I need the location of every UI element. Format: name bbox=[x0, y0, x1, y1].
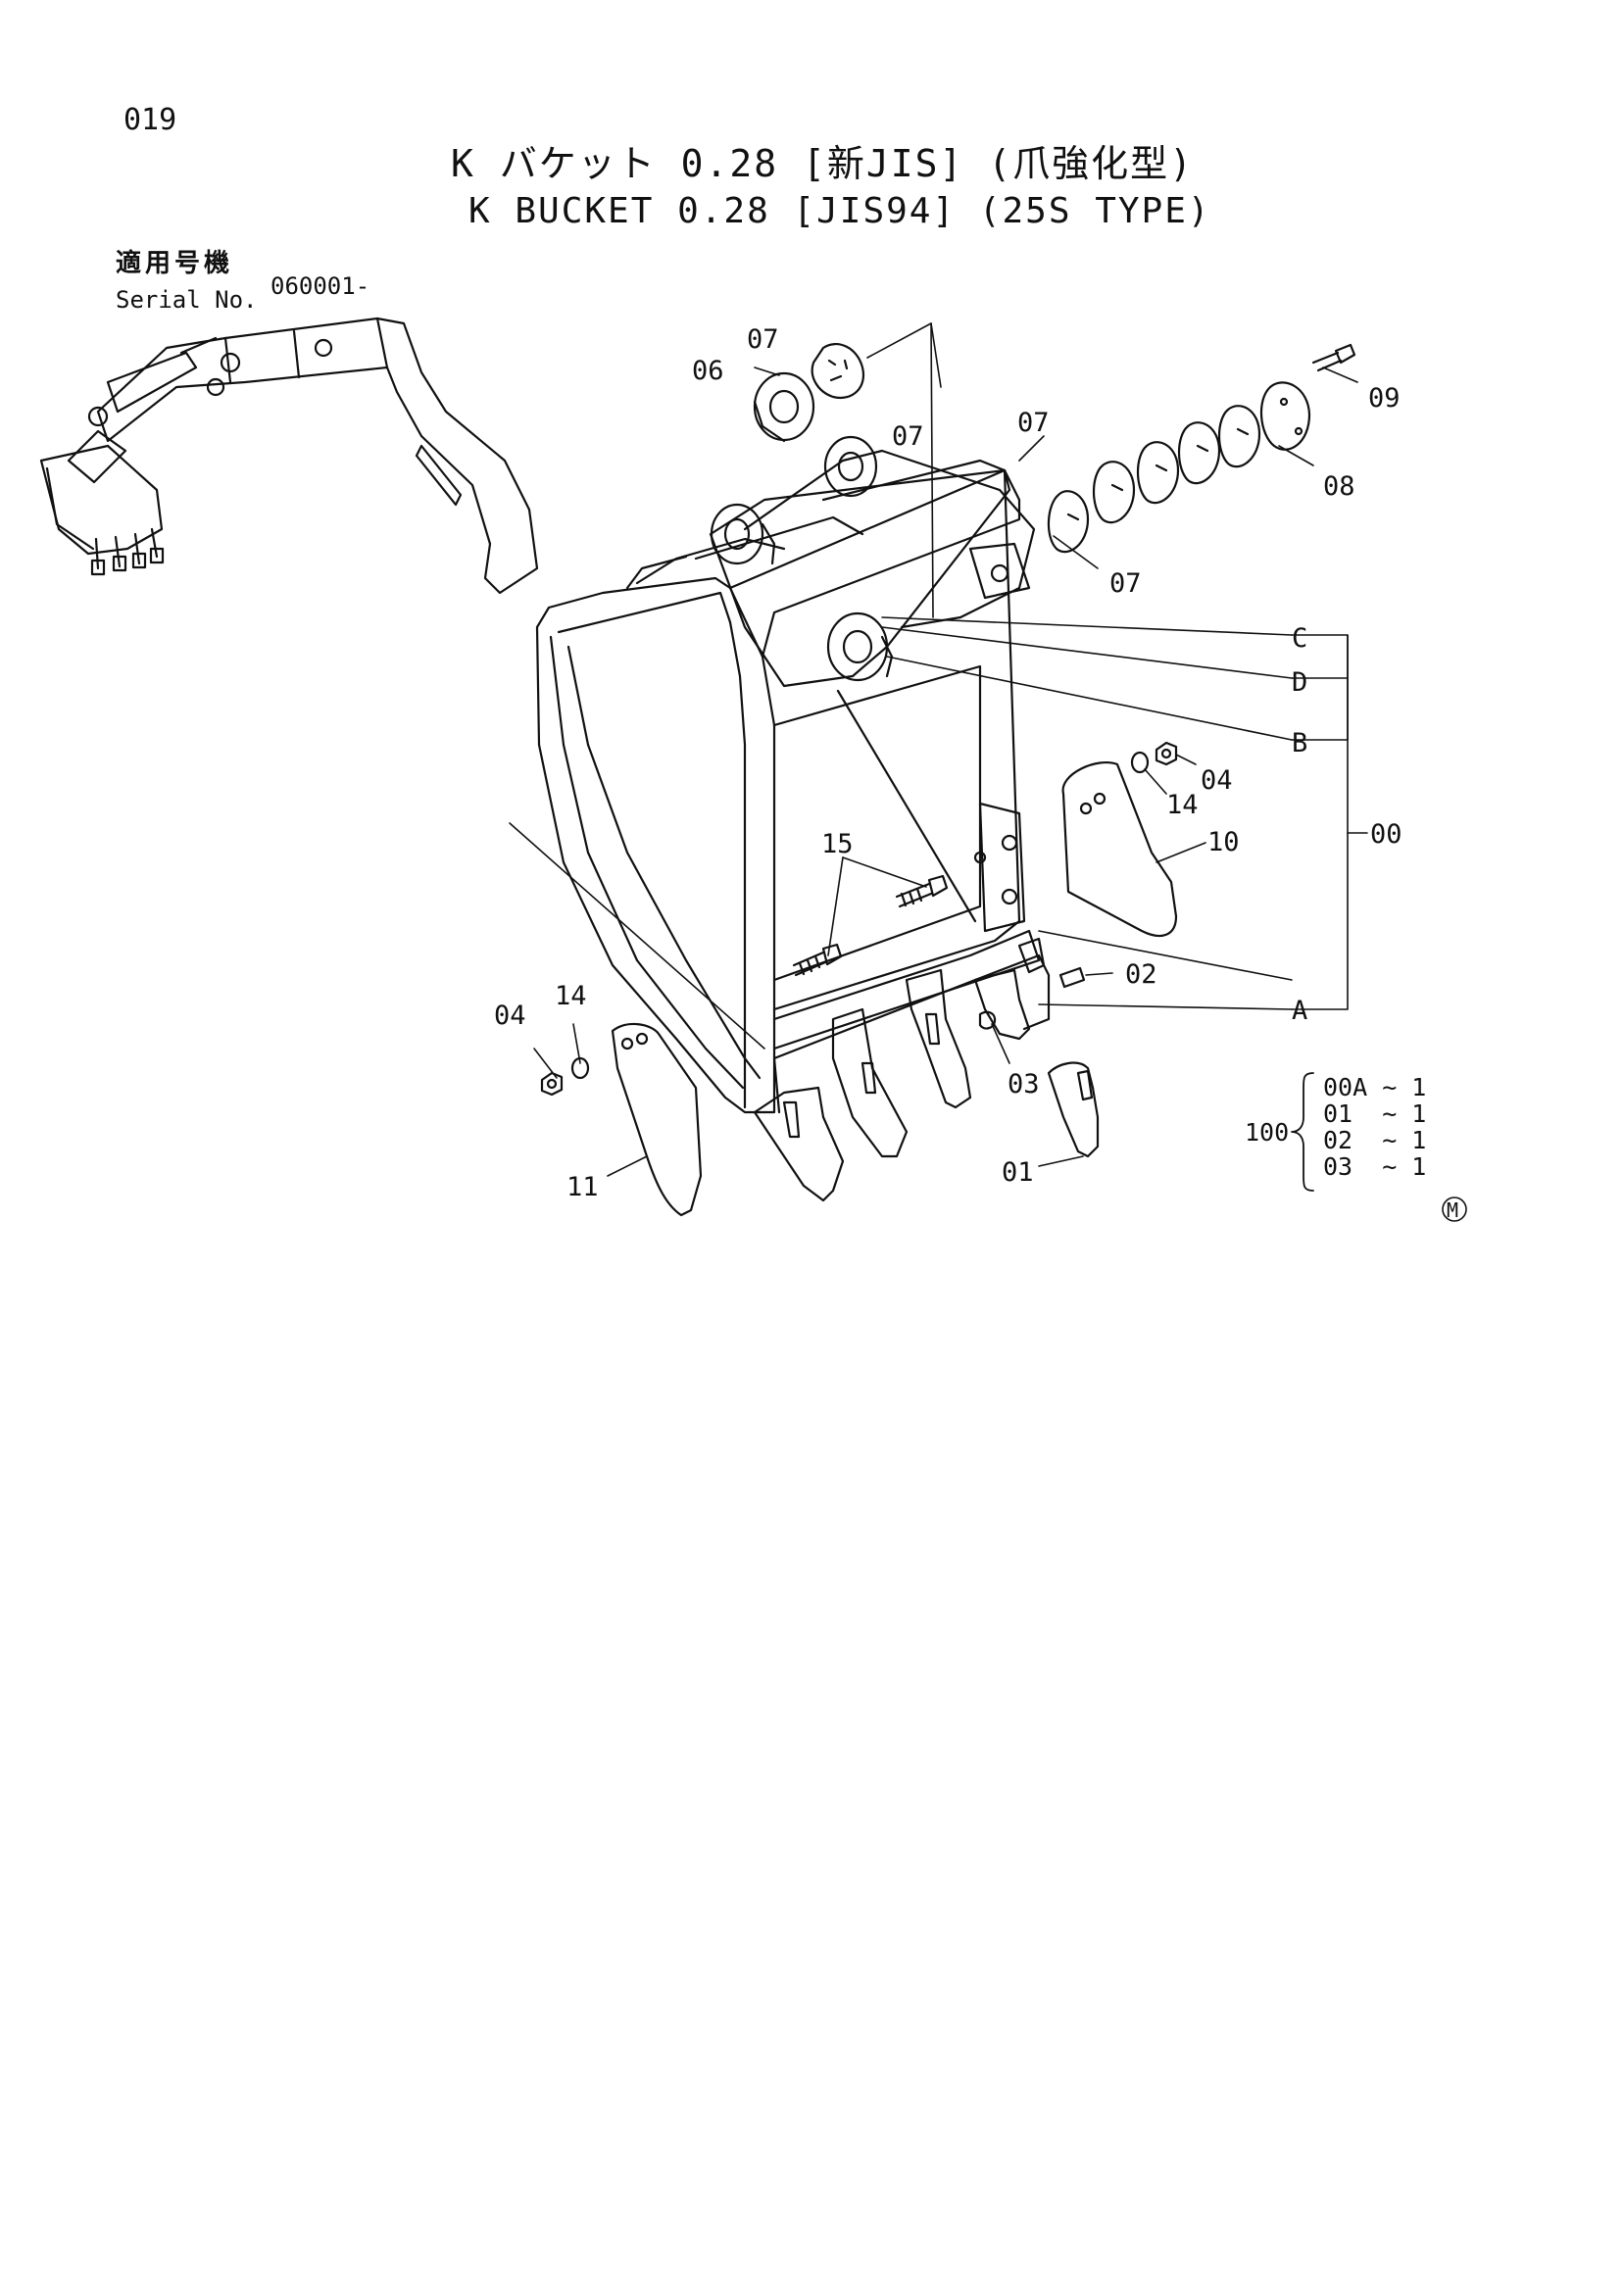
shim-07-upper bbox=[811, 342, 865, 400]
excavator-arm-thumbnail bbox=[39, 317, 539, 595]
label-04: 04 bbox=[1201, 765, 1233, 796]
bolt-15-upper bbox=[895, 874, 949, 908]
bolt-09 bbox=[1311, 343, 1356, 372]
shim-stack-07 bbox=[1047, 405, 1261, 554]
washer-14-right bbox=[1130, 751, 1150, 774]
label-b: B bbox=[1292, 728, 1307, 758]
title-english: K BUCKET 0.28 [JIS94] (25S TYPE) bbox=[468, 191, 1211, 231]
side-cutter-10 bbox=[1061, 761, 1178, 938]
serial-number-value: 060001- bbox=[270, 272, 370, 300]
assembly-item: 03 ~ 1 bbox=[1323, 1152, 1426, 1181]
assembly-item: 01 ~ 1 bbox=[1323, 1099, 1426, 1128]
label-03: 03 bbox=[1008, 1069, 1040, 1099]
m-mark-circle bbox=[1442, 1197, 1467, 1222]
label-07: 07 bbox=[1109, 568, 1142, 599]
nut-04-right bbox=[1155, 741, 1178, 766]
serial-label-english: Serial No. bbox=[116, 286, 258, 314]
side-cutter-11 bbox=[611, 1022, 703, 1217]
title-japanese: K バケット 0.28 [新JIS] (爪強化型) bbox=[451, 142, 1195, 185]
label-07: 07 bbox=[892, 421, 924, 452]
label-c: C bbox=[1292, 623, 1307, 654]
bushing-06 bbox=[753, 371, 815, 443]
label-08: 08 bbox=[1323, 471, 1355, 502]
label-14: 14 bbox=[1166, 790, 1199, 820]
label-14: 14 bbox=[555, 981, 587, 1011]
assembly-number: 100 bbox=[1245, 1118, 1289, 1147]
label-02: 02 bbox=[1125, 959, 1157, 990]
label-07: 07 bbox=[1017, 408, 1050, 438]
serial-label-japanese: 適用号機 bbox=[116, 249, 234, 278]
washer-14-left bbox=[570, 1056, 590, 1080]
assembly-brace bbox=[1291, 1072, 1314, 1192]
pin-02 bbox=[1058, 966, 1086, 989]
bucket-teeth bbox=[753, 937, 1051, 1202]
nut-04-left bbox=[540, 1071, 564, 1097]
bolt-15-lower bbox=[792, 943, 843, 977]
label-a: A bbox=[1292, 996, 1307, 1026]
assembly-item: 00A ~ 1 bbox=[1323, 1073, 1426, 1101]
label-11: 11 bbox=[566, 1172, 599, 1202]
label-00: 00 bbox=[1370, 819, 1402, 850]
plate-08 bbox=[1259, 381, 1311, 451]
label-04: 04 bbox=[494, 1001, 526, 1031]
bucket-body bbox=[535, 459, 1041, 1114]
leader-lines bbox=[509, 322, 1368, 1177]
loose-tooth-01 bbox=[1047, 1061, 1100, 1158]
bucket-top-bracket bbox=[709, 435, 1036, 688]
page-number: 019 bbox=[123, 103, 177, 137]
label-07: 07 bbox=[747, 324, 779, 355]
label-09: 09 bbox=[1368, 383, 1401, 414]
assembly-item: 02 ~ 1 bbox=[1323, 1126, 1426, 1154]
label-10: 10 bbox=[1207, 827, 1240, 857]
m-mark: M bbox=[1447, 1198, 1458, 1222]
label-01: 01 bbox=[1002, 1157, 1034, 1188]
label-15: 15 bbox=[821, 829, 854, 859]
label-06: 06 bbox=[692, 356, 724, 386]
label-d: D bbox=[1292, 667, 1307, 698]
